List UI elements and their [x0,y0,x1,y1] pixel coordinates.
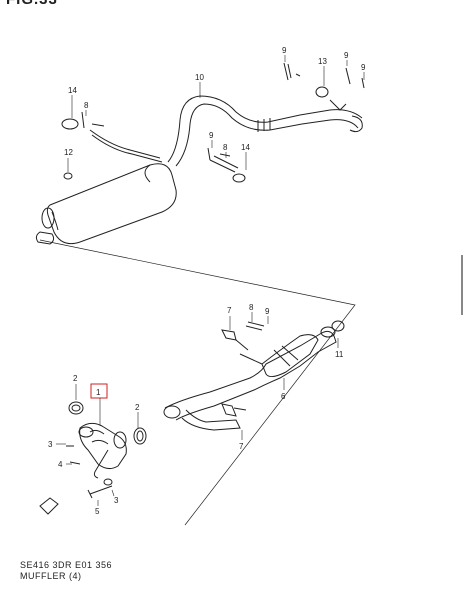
lower-bracket-lower [181,403,247,431]
callout-1: 1 [96,388,101,397]
section-divider [39,239,356,526]
callout-11: 11 [335,350,344,359]
callout-8-left: 8 [84,101,89,110]
upper-bolts [61,62,365,180]
highlight-frame [90,383,108,399]
diagram-code: SE416 3DR E01 356 [20,560,113,570]
callout-8-mid: 8 [223,143,228,152]
callout-7-lower: 7 [239,442,244,451]
callout-8-lower: 8 [249,303,254,312]
gasket-left [68,401,84,415]
page-edge-mark [461,255,463,315]
main-muffler [35,163,177,245]
callout-4: 4 [58,460,63,469]
callout-2-right: 2 [135,403,140,412]
upper-leader-lines [67,55,365,172]
callout-12: 12 [64,148,73,157]
lower-bracket-upper [221,321,265,351]
figure-title: FIG.33 [6,0,58,8]
callout-14-left: 14 [68,86,77,95]
lower-fasteners [66,445,113,499]
callout-9-lower: 9 [265,307,270,316]
center-pipe-catalyst [163,320,345,421]
gasket-right [133,427,147,445]
rear-hanger-bracket [209,155,246,183]
rear-pipe [167,95,363,167]
lower-leader-lines [56,312,339,506]
diagram-name: MUFFLER (4) [20,571,82,581]
hanger-strap [89,129,161,159]
callout-10: 10 [195,73,204,82]
front-bracket [39,497,59,515]
front-pipe-manifold [78,422,127,479]
callout-9-b: 9 [344,51,349,60]
callout-5: 5 [95,507,100,516]
callout-13: 13 [318,57,327,66]
callout-3-lower: 3 [114,496,119,505]
callout-9-c: 9 [361,63,366,72]
callout-2-left: 2 [73,374,78,383]
callout-7-upper: 7 [227,306,232,315]
callout-6: 6 [281,392,286,401]
callout-3-upper: 3 [48,440,53,449]
callout-9-a: 9 [282,46,287,55]
callout-14-right: 14 [241,143,250,152]
callout-9-d: 9 [209,131,214,140]
